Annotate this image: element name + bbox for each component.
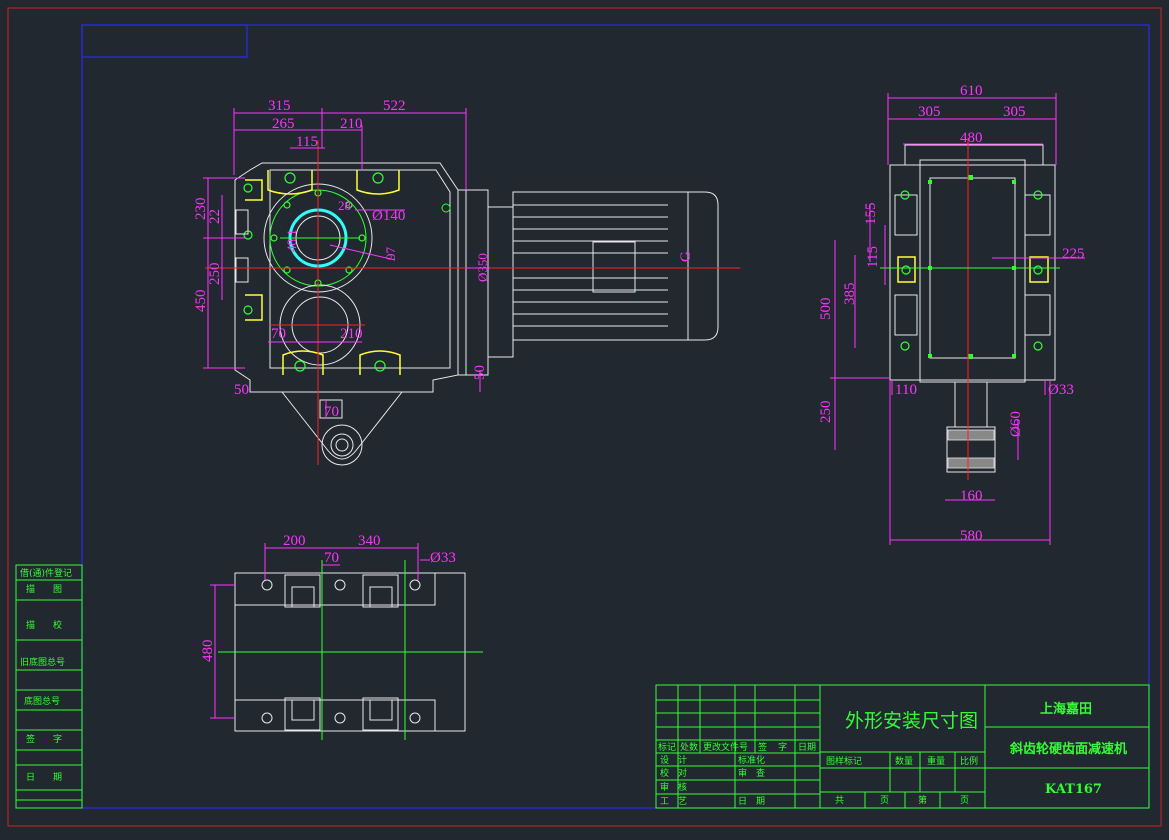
dim-340: 340 — [358, 533, 381, 549]
model-number: KAT167 — [1045, 782, 1102, 797]
front-view: 315 522 265 210 115 230 22 Ø140 28 48.1 … — [193, 98, 740, 466]
dim-305-right: 305 — [1003, 104, 1026, 120]
sign-process: 工 艺 — [660, 796, 687, 807]
dim-250: 250 — [207, 263, 223, 286]
dim-450: 450 — [193, 290, 209, 313]
dim-phi60: Ø60 — [1008, 411, 1024, 437]
strip-row-1: 借(通)件登记 — [20, 567, 72, 579]
dim-g: G — [678, 251, 694, 262]
dim-250: 250 — [818, 401, 834, 424]
dim-155: 155 — [863, 203, 879, 226]
dim-97: 97 — [383, 247, 398, 261]
rev-mark: 标记 — [658, 741, 676, 753]
strip-row-2: 描 图 — [26, 583, 62, 595]
dim-210-top: 210 — [340, 116, 363, 132]
strip-row-4: 旧底图总号 — [20, 656, 65, 668]
strip-row-6: 签 字 — [26, 733, 62, 745]
strip-row-5: 底图总号 — [24, 695, 60, 707]
stage-weight: 重量 — [927, 755, 945, 767]
dim-265: 265 — [272, 116, 295, 132]
bottom-view: 200 70 340 Ø33 480 — [200, 533, 483, 740]
sheet-total: 共 — [835, 795, 844, 806]
drawing-title: 外形安装尺寸图 — [845, 710, 978, 732]
dim-610: 610 — [960, 83, 983, 99]
dim-315: 315 — [268, 98, 291, 114]
dim-48-1: 48.1 — [284, 229, 299, 252]
dim-160: 160 — [960, 488, 983, 504]
dim-305-left: 305 — [918, 104, 941, 120]
strip-row-3: 描 校 — [26, 619, 62, 631]
dim-phi140: Ø140 — [372, 208, 405, 224]
dim-522: 522 — [383, 98, 406, 114]
rev-count: 处数 — [680, 741, 698, 753]
inner-blue-frame — [81, 24, 1150, 809]
dim-phi350: Ø350 — [475, 253, 490, 282]
sign-standard: 标准化 — [738, 754, 765, 766]
product-name: 斜齿轮硬齿面减速机 — [1009, 741, 1127, 757]
sign-review: 审 查 — [738, 767, 765, 779]
dim-225: 225 — [1062, 246, 1085, 262]
sheet-page1: 页 — [880, 795, 889, 806]
sign-date: 日 期 — [738, 796, 765, 807]
dim-200: 200 — [283, 533, 306, 549]
side-view: 610 305 305 480 155 115 225 385 500 110 … — [818, 83, 1085, 545]
dim-28: 28 — [338, 198, 351, 213]
dim-phi33: Ø33 — [430, 550, 456, 566]
sign-design: 设 计 — [660, 754, 687, 766]
outer-red-frame — [7, 7, 1162, 827]
strip-row-7: 日 期 — [26, 772, 62, 783]
left-record-strip: 借(通)件登记 描 图 描 校 旧底图总号 底图总号 签 字 日 期 — [15, 564, 83, 809]
sheet-no: 第 — [918, 794, 927, 806]
stage-mark: 图样标记 — [826, 755, 862, 767]
stage-qty: 数量 — [895, 755, 913, 767]
sign-audit: 审 核 — [660, 781, 687, 793]
corner-box — [81, 24, 248, 58]
dim-115: 115 — [865, 246, 881, 268]
rev-date: 日期 — [798, 742, 816, 753]
dim-230: 230 — [193, 198, 209, 221]
dim-580: 580 — [960, 528, 983, 544]
dim-210-bottom: 210 — [340, 326, 363, 342]
rev-doc: 更改文件号 — [703, 741, 748, 753]
sign-check: 校 对 — [660, 767, 687, 779]
dim-50-left: 50 — [234, 382, 249, 398]
dim-110: 110 — [895, 382, 917, 398]
dim-500: 500 — [818, 298, 834, 321]
title-block: 外形安装尺寸图 上海嘉田 斜齿轮硬齿面减速机 KAT167 标记 处数 更改文件… — [655, 684, 1150, 809]
dim-22: 22 — [207, 209, 223, 224]
dim-480: 480 — [960, 130, 983, 146]
dim-phi33: Ø33 — [1048, 382, 1074, 398]
dim-50-right: 50 — [472, 365, 488, 380]
dim-115: 115 — [296, 134, 318, 150]
dim-70-arm: 70 — [324, 404, 339, 420]
dim-480: 480 — [200, 640, 216, 663]
stage-scale: 比例 — [960, 755, 978, 767]
company-name: 上海嘉田 — [1040, 701, 1092, 717]
dim-385: 385 — [842, 283, 858, 306]
dim-70: 70 — [324, 550, 339, 566]
rev-sign: 签 — [758, 741, 767, 753]
dim-70-left: 70 — [271, 326, 286, 342]
sheet-page2: 页 — [960, 795, 969, 806]
rev-char: 字 — [778, 741, 787, 753]
